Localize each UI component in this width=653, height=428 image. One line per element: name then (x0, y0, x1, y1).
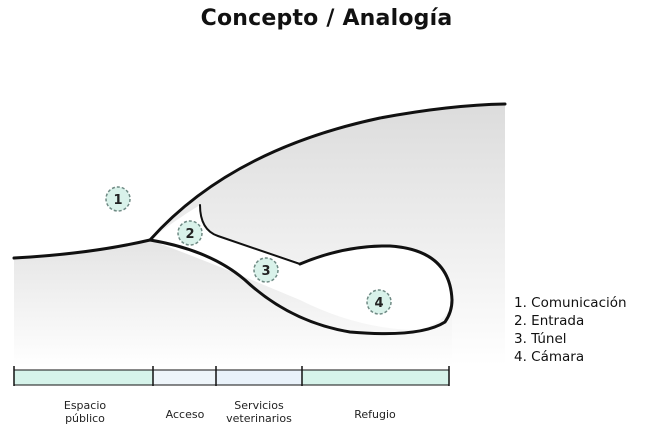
zone-label-espacio: Espacio público (40, 399, 130, 425)
zone-label-refugio: Refugio (330, 408, 420, 421)
zone-label-acceso: Acceso (155, 408, 215, 421)
entrance-line (199, 204, 301, 265)
ground-line (12, 238, 152, 260)
marker-1-label: 1 (113, 193, 122, 208)
diagram-title: Concepto / Analogía (200, 6, 453, 31)
zone-bar-espacio (14, 370, 153, 385)
legend-item: 3. Túnel (514, 331, 567, 347)
chamber-top-line (298, 244, 454, 302)
marker-1: 1 (105, 186, 131, 212)
zone-label-line: veterinarios (226, 412, 292, 425)
tunnel-bottom-line (148, 238, 454, 336)
legend-item: 4. Cámara (514, 349, 585, 365)
marker-4-label: 4 (374, 296, 383, 311)
zone-bar-acceso (153, 370, 216, 385)
ground-area (14, 240, 452, 366)
mound-line (148, 102, 507, 242)
zone-label-line: Espacio (63, 399, 107, 412)
legend-item: 2. Entrada (514, 313, 585, 329)
marker-3: 3 (253, 257, 279, 283)
marker-4: 4 (366, 289, 392, 315)
legend-item: 1. Comunicación (514, 295, 627, 311)
zone-label-line: Servicios (234, 399, 284, 412)
legend: 1. Comunicación 2. Entrada 3. Túnel 4. C… (514, 294, 627, 366)
zone-bar-servicios (216, 370, 302, 385)
marker-2: 2 (177, 220, 203, 246)
marker-3-label: 3 (261, 264, 270, 279)
zone-label-line: Refugio (354, 408, 396, 421)
zone-label-servicios: Servicios veterinarios (214, 399, 304, 425)
zone-label-line: público (65, 412, 105, 425)
zone-bar-refugio (302, 370, 449, 385)
zone-label-line: Acceso (165, 408, 205, 421)
marker-2-label: 2 (185, 227, 194, 242)
